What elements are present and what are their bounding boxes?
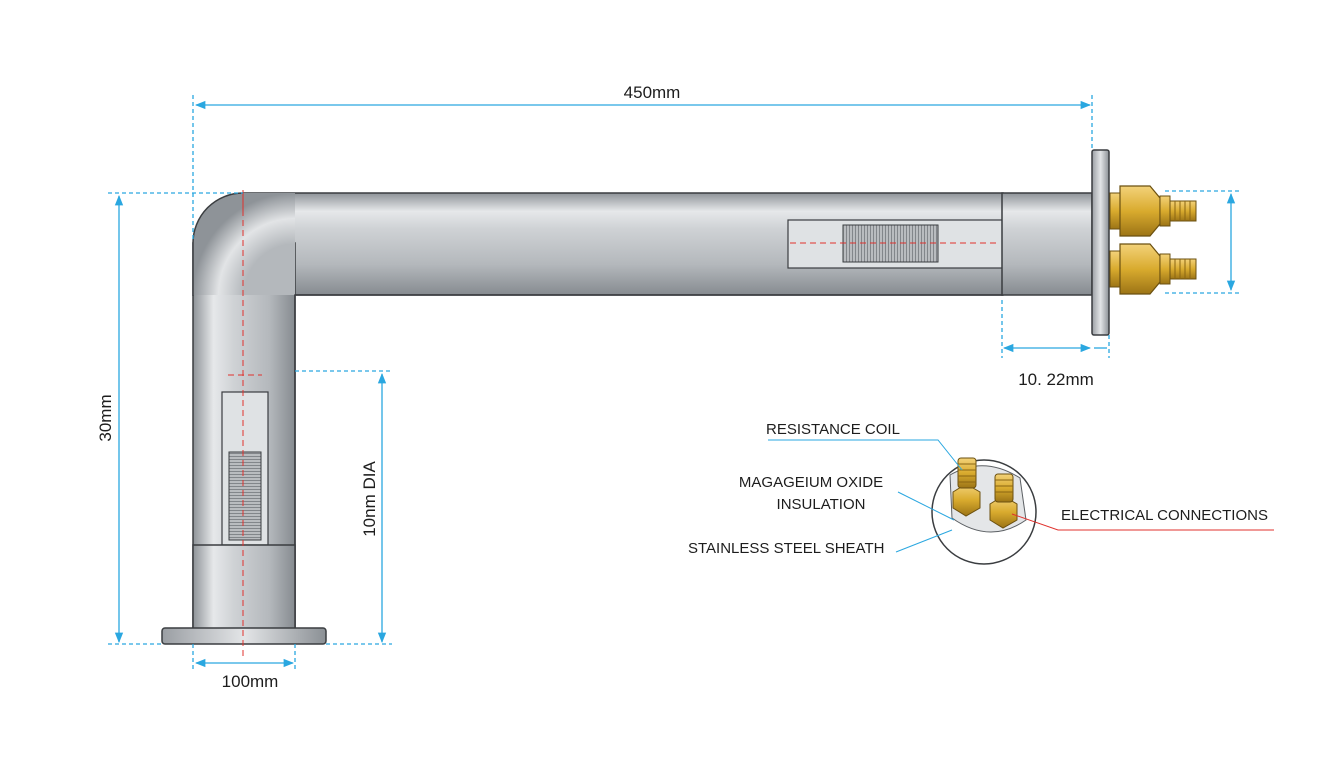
- callout-insulation-line2: INSULATION: [777, 496, 866, 513]
- leader-insulation: [897, 491, 955, 521]
- base-flange: [161, 627, 327, 645]
- detail-inset: [931, 457, 1037, 565]
- dim-label-flange-depth: 10. 22mm: [1018, 370, 1094, 389]
- tube-elbow: [193, 193, 295, 295]
- callout-connections: ELECTRICAL CONNECTIONS: [1061, 507, 1268, 524]
- leader-sheath: [895, 529, 953, 553]
- end-sleeve: [1001, 192, 1093, 296]
- lower-sleeve: [192, 544, 296, 631]
- dim-label-base-width: 100mm: [222, 672, 279, 691]
- center-lines: [228, 190, 1000, 660]
- inset-terminal-right: [989, 473, 1018, 529]
- terminal-bottom: [1109, 243, 1197, 295]
- dimension-lines: [108, 95, 1240, 672]
- inset-terminal-left: [952, 457, 981, 517]
- electrical-terminals: [1109, 185, 1197, 295]
- tube-body: [161, 149, 1110, 645]
- callout-leaders: [768, 439, 1274, 553]
- dim-label-overall-length: 450mm: [624, 83, 681, 102]
- leader-connections: [1011, 513, 1274, 531]
- dim-label-diameter: 10nm DIA: [360, 461, 379, 537]
- resistance-coil-vertical: [228, 451, 262, 541]
- terminal-top: [1109, 185, 1197, 237]
- end-flange: [1091, 149, 1110, 336]
- callout-insulation-line1: MAGAGEIUM OXIDE: [739, 474, 883, 491]
- callout-resistance-coil: RESISTANCE COIL: [766, 421, 900, 438]
- dim-label-vertical-height: 30mm: [96, 394, 115, 441]
- leader-resistance-coil: [768, 439, 963, 471]
- callout-sheath: STAINLESS STEEL SHEATH: [688, 540, 884, 557]
